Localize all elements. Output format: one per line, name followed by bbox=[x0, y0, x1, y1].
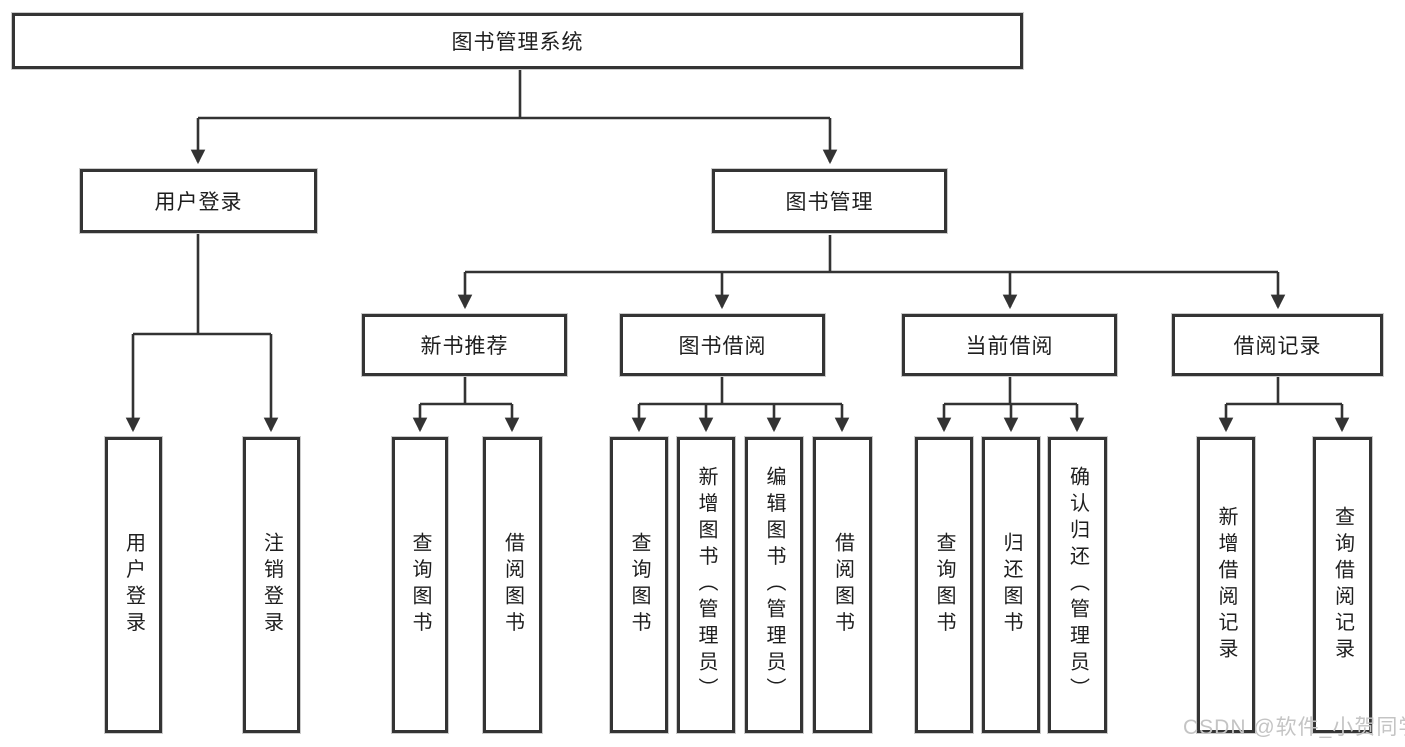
leaf-add-borrow-record: 新增借阅记录 bbox=[1197, 437, 1255, 733]
leaf-edit-books-admin: 编辑图书（管理员） bbox=[745, 437, 803, 733]
node-book-borrow: 图书借阅 bbox=[620, 314, 825, 376]
node-book-management: 图书管理 bbox=[712, 169, 947, 233]
leaf-current-query-books: 查询图书 bbox=[915, 437, 973, 733]
csdn-watermark: CSDN @软件_小贺同学 bbox=[1183, 716, 1405, 739]
tree-connectors bbox=[125, 70, 1350, 433]
leaf-borrow-books: 借阅图书 bbox=[813, 437, 872, 733]
leaf-borrow-query-books: 查询图书 bbox=[610, 437, 668, 733]
node-current-borrow: 当前借阅 bbox=[902, 314, 1117, 376]
leaf-query-borrow-record: 查询借阅记录 bbox=[1313, 437, 1372, 733]
node-user-login: 用户登录 bbox=[80, 169, 317, 233]
leaf-add-books-admin: 新增图书（管理员） bbox=[677, 437, 735, 733]
leaf-user-login: 用户登录 bbox=[105, 437, 162, 733]
leaf-recommend-query-books: 查询图书 bbox=[392, 437, 448, 733]
node-borrow-records: 借阅记录 bbox=[1172, 314, 1383, 376]
leaf-logout: 注销登录 bbox=[243, 437, 300, 733]
node-new-book-recommend: 新书推荐 bbox=[362, 314, 567, 376]
leaf-return-books: 归还图书 bbox=[982, 437, 1040, 733]
leaf-confirm-return-admin: 确认归还（管理员） bbox=[1048, 437, 1107, 733]
leaf-recommend-borrow-books: 借阅图书 bbox=[483, 437, 542, 733]
node-root-system: 图书管理系统 bbox=[12, 13, 1023, 69]
